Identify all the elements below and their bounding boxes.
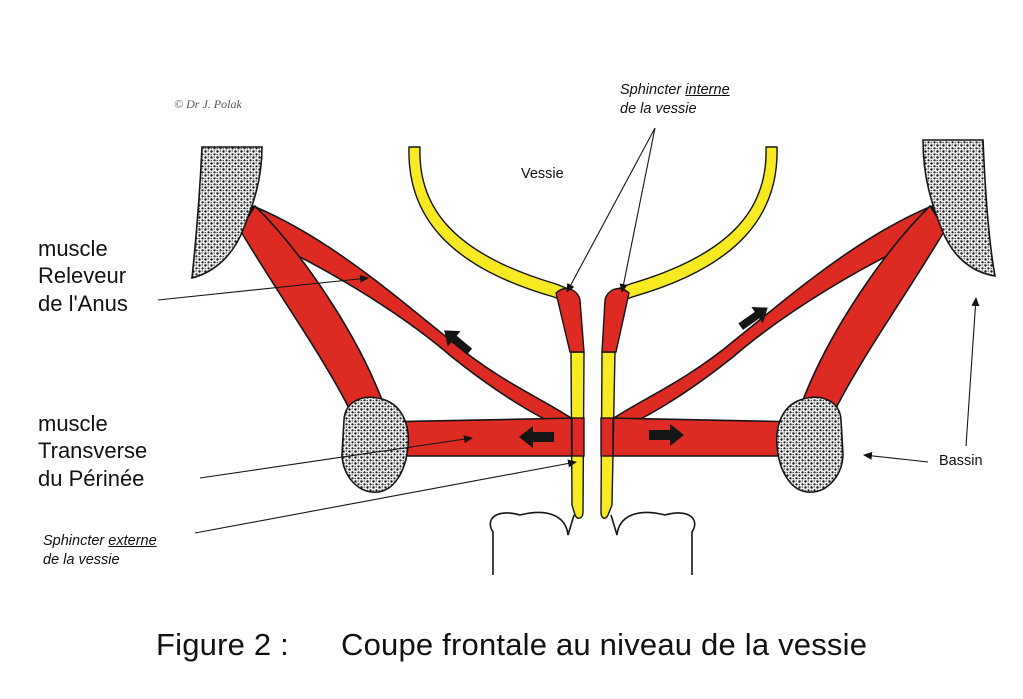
label-releveur-line1: muscle	[38, 236, 108, 261]
internal-sphincter-right	[601, 287, 630, 353]
ischium-left	[341, 396, 410, 493]
leader-transverse	[199, 435, 473, 479]
label-sphincter-externe-line1: Sphincter externe	[43, 532, 157, 550]
iliac-wing-left	[191, 146, 263, 280]
sphincter-externe-qualifier: externe	[108, 533, 157, 549]
label-transverse-line3: du Périnée	[38, 466, 145, 491]
label-sphincter-interne-line1: Sphincter interne	[620, 81, 730, 99]
sphincter-externe-word: Sphincter	[43, 533, 105, 549]
contraction-arrow-icon	[649, 424, 684, 446]
label-vessie: Vessie	[521, 166, 564, 182]
pelvic-bones	[191, 139, 996, 493]
leader-releveur	[157, 274, 369, 301]
bladder-wall	[408, 146, 778, 303]
external-sphincter	[571, 417, 614, 457]
leader-sphincter-interne-left	[566, 127, 656, 293]
caption-title: Coupe frontale au niveau de la vessie	[341, 627, 868, 662]
pubococcygeal-bands	[239, 205, 946, 411]
levator-ani-left	[242, 205, 575, 433]
sphincter-interne-word: Sphincter	[620, 82, 682, 98]
sphincter-interne-qualifier: interne	[685, 82, 730, 98]
leader-sphincter-externe	[194, 459, 577, 534]
leader-bassin	[863, 451, 929, 463]
label-transverse-line1: muscle	[38, 411, 108, 436]
leader-bassin-vertical	[965, 297, 980, 447]
label-sphincter-externe-line2: de la vessie	[43, 552, 120, 568]
label-transverse-line2: Transverse	[38, 438, 148, 463]
perineum-outline	[489, 511, 696, 575]
label-sphincter-interne-line2: de la vessie	[620, 101, 697, 117]
contraction-arrow-icon	[519, 426, 554, 448]
iliac-wing-right	[922, 139, 996, 277]
contraction-arrow-icon	[738, 306, 768, 330]
external-sphincter-left	[571, 417, 585, 457]
leader-sphincter-interne-right	[619, 127, 656, 293]
contraction-arrow-icon	[444, 330, 473, 355]
label-releveur-line3: de l'Anus	[38, 291, 128, 316]
label-releveur-line2: Releveur	[38, 263, 127, 288]
internal-sphincter	[555, 287, 630, 353]
caption-figure-number: Figure 2 :	[156, 627, 289, 662]
levator-ani-right	[610, 205, 943, 433]
ischium-right	[775, 396, 844, 493]
external-sphincter-right	[600, 417, 614, 457]
internal-sphincter-left	[555, 287, 585, 353]
leader-lines	[157, 127, 980, 534]
contraction-arrows	[444, 306, 768, 448]
copyright-credit: © Dr J. Polak	[174, 97, 242, 111]
label-bassin: Bassin	[939, 453, 983, 469]
transverse-perineal-muscle	[377, 417, 808, 457]
